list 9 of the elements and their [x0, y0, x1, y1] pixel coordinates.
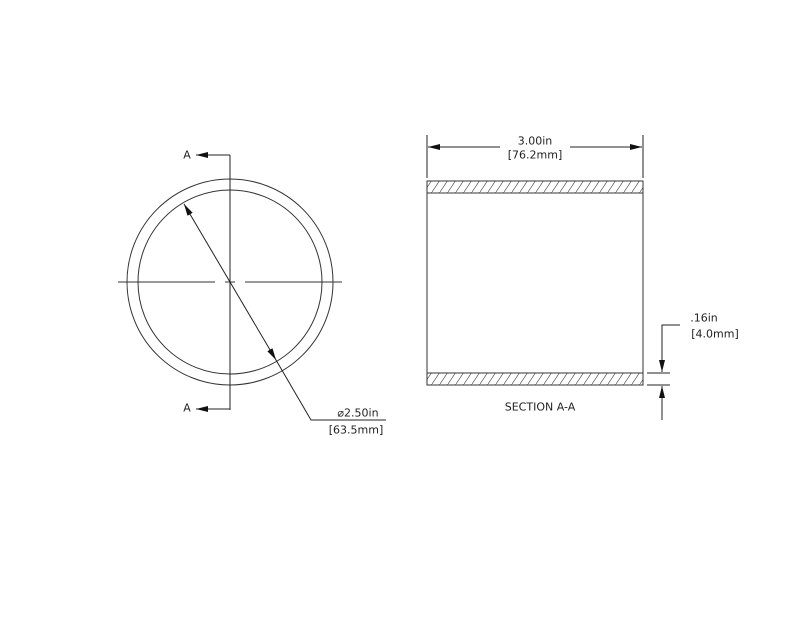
dimension-text: [76.2mm]	[508, 148, 562, 162]
dimension-text: 3.00in	[518, 134, 552, 148]
section-caption: SECTION A-A	[504, 400, 576, 414]
dimension-text: [4.0mm]	[691, 328, 739, 340]
dimension-text: ⌀2.50in	[337, 406, 379, 420]
section-letter: A	[183, 148, 191, 162]
dimension-text: .16in	[690, 312, 718, 324]
dimension-text: [63.5mm]	[328, 424, 384, 436]
section-letter: A	[183, 402, 191, 414]
